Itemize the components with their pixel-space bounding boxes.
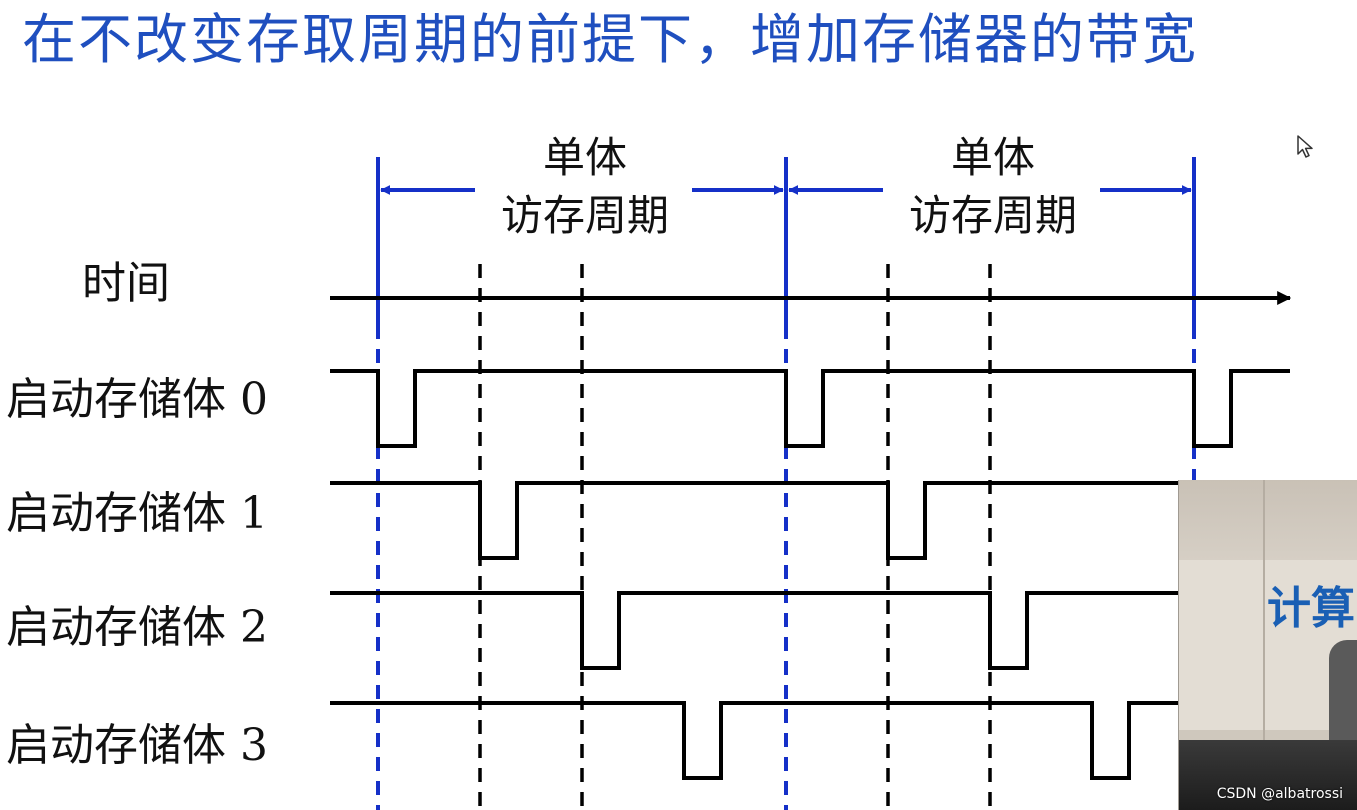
video-wall [1179,480,1357,560]
period-label-1-line1: 单体 [543,133,627,182]
watermark: CSDN @albatrossi [1216,786,1343,802]
bank-3-signal-waveform [330,701,1290,780]
period-label-2-line2: 访存周期 [909,191,1077,240]
bank-1-signal-waveform [330,481,1290,560]
mouse-pointer-icon [1297,135,1313,158]
period-label-2-line1: 单体 [951,133,1035,182]
lecturer-video-overlay: 计算 [1178,480,1357,810]
slide-title: 在不改变存取周期的前提下，增加存储器的带宽 [22,8,1198,71]
time-axis-label: 时间 [82,258,170,309]
video-podium [1179,740,1357,810]
bank-3-label: 启动存储体 3 [6,720,268,771]
video-wall-seam [1263,480,1265,810]
bank-0-label: 启动存储体 0 [6,374,268,425]
bank-1-label: 启动存储体 1 [6,488,268,539]
bank-0-signal-waveform [330,369,1290,448]
video-lecturer [1329,640,1357,750]
bank-2-signal-waveform [330,591,1290,670]
bank-2-label: 启动存储体 2 [6,602,268,653]
period-label-1-line2: 访存周期 [501,191,669,240]
video-wall-panel [1179,560,1357,730]
video-background-text: 计算 [1267,583,1355,634]
bank-signals [330,369,1290,780]
quarter-marker-lines [478,264,992,810]
